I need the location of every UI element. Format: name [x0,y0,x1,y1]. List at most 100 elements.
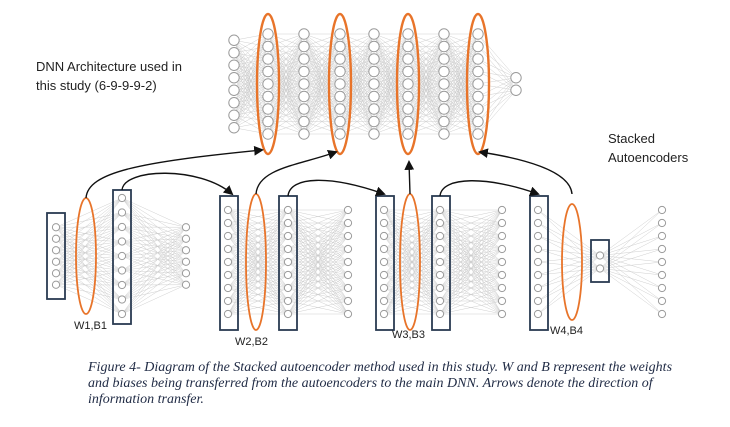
ae2-node-l2 [343,205,353,215]
dnn-node-l3 [334,53,346,65]
dnn-edge [303,33,341,135]
dnn-edge [233,33,269,53]
ae3-node-l2 [497,296,507,306]
ae1-node-l1 [117,266,127,275]
ae2-node-l1 [283,218,293,228]
dnn-node-l5 [402,40,414,53]
ae1-edge [55,261,123,286]
ae1-edge [121,284,187,300]
transfer-arrows [85,145,573,199]
ae2-edge [287,209,349,289]
ae2-edge [287,222,349,315]
ae2-node-l2 [343,218,353,228]
ae1-edge [121,261,187,315]
dnn-node-l5 [402,65,414,78]
dnn-edge [477,58,517,78]
ae-highlight-ellipse-1 [75,197,97,315]
ae1-edge [55,226,123,262]
dnn-node-l3 [334,128,346,140]
layer-box-7 [529,195,549,331]
dnn-edge [443,33,479,122]
weight-label-w1b1: W1,B1 [74,320,107,332]
ae1-edge [55,226,123,239]
dnn-edge [407,33,445,72]
ae2-node-l2 [343,257,353,267]
ae1-edge [55,284,123,315]
ae1-edge [121,250,187,271]
dnn-node-l5 [402,28,414,40]
dnn-edge [267,71,305,135]
dnn-edge [233,108,269,128]
ae4-node-l2 [657,244,667,254]
dnn-edge [477,77,517,135]
dnn-edge [303,33,341,97]
ae3-node-l0 [379,309,389,319]
ae4-node-l1 [595,264,605,273]
ae1-edge [121,270,187,274]
dnn-node-l2 [298,53,310,65]
ae2-edge [287,209,349,315]
dnn-edge [233,71,269,128]
dnn-edge [443,96,479,135]
dnn-edge [233,33,269,128]
transfer-arrow-6 [439,180,540,197]
dnn-edge [407,33,445,135]
ae2-edge [287,209,349,224]
ae1-edge [55,197,123,285]
dnn-edge [339,33,375,135]
dnn-node-l4 [368,103,380,115]
ae1-edge [55,241,123,274]
dnn-edge [303,58,341,135]
ae1-edge [121,238,187,315]
ae3-node-l2 [497,283,507,293]
dnn-node-l4 [368,115,380,128]
dnn-edge [373,83,409,135]
stacked-label-line1: Stacked [608,131,655,146]
ae1-edge [55,212,123,228]
dnn-edge [339,83,375,135]
ae1-node-l0 [51,280,61,289]
ae1-node-l1 [117,295,127,304]
dnn-edge [303,33,341,47]
ae1-node-l0 [51,223,61,232]
ae1-edge [55,212,123,251]
ae2-node-l0 [223,270,233,280]
ae4-edge [599,248,663,269]
dnn-edge [339,108,375,135]
dnn-node-l4 [368,40,380,53]
ae1-edge [121,227,187,286]
ae1-edge [55,197,123,228]
ae3-node-l1 [435,309,445,319]
dnn-title-line1: DNN Architecture used in [36,59,182,74]
dnn-node-l1 [262,103,274,115]
ae2-edge [287,209,349,250]
ae4-node-l0 [533,244,543,254]
ae1-node-l2 [181,246,191,255]
dnn-node-l0 [228,97,240,109]
layer-box-3 [219,195,239,331]
ae1-node-l2 [181,269,191,278]
dnn-edge [267,33,305,110]
dnn-node-l2 [298,40,310,53]
dnn-node-l4 [368,28,380,40]
dnn-node-l6 [438,103,450,115]
weight-label-w2b2: W2,B2 [235,336,268,348]
dnn-edge [339,33,375,85]
dnn-edge [267,96,305,135]
ae1-node-l0 [51,269,61,278]
ae2-edge [287,209,349,276]
dnn-node-l4 [368,53,380,65]
ae1-edge [55,212,123,262]
ae2-node-l0 [223,283,233,293]
ae1-edge [55,226,123,274]
ae1-edge [55,241,123,285]
ae1-edge [121,273,187,286]
ae4-edge [599,222,663,269]
ae2-node-l1 [283,205,293,215]
dnn-edge [477,77,517,85]
dnn-edge [303,83,341,135]
ae2-edge [287,235,349,315]
dnn-edge [233,96,269,128]
ae4-edge [599,268,663,289]
